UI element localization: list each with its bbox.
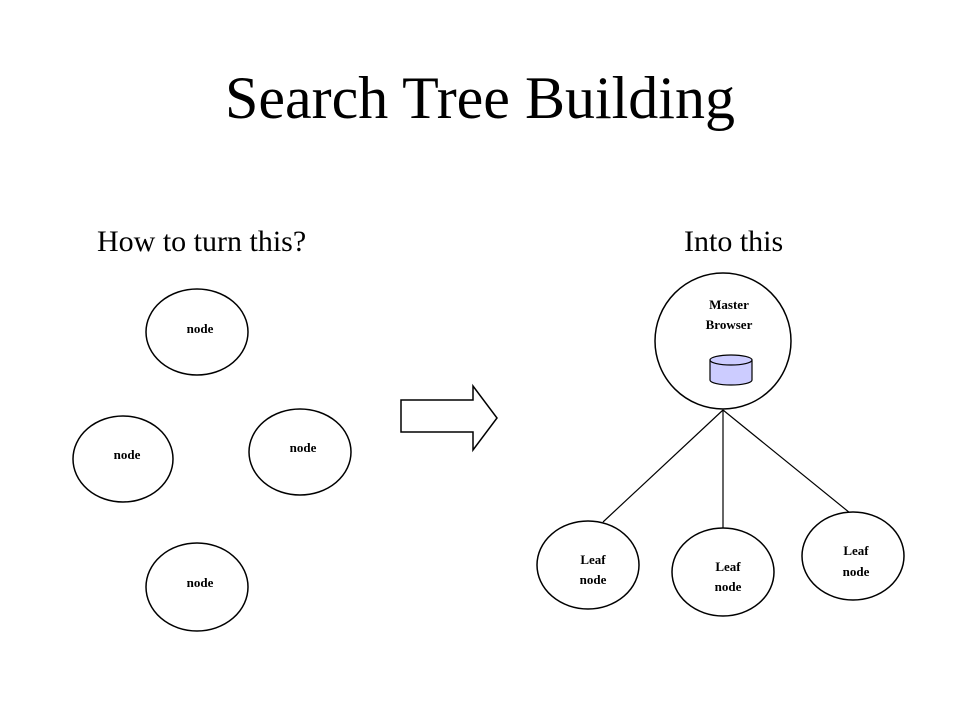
tree-edge <box>602 409 724 523</box>
node-label: node <box>187 321 214 336</box>
master-browser-node: Master Browser <box>654 272 792 410</box>
scattered-node: node <box>72 415 174 503</box>
root-label-line2: Browser <box>706 317 753 332</box>
node-label: node <box>290 440 317 455</box>
leaf-label-line1: Leaf <box>580 552 606 567</box>
right-arrow-icon <box>400 383 498 453</box>
node-label: node <box>187 575 214 590</box>
tree-edge <box>722 409 851 514</box>
leaf-label-line1: Leaf <box>843 543 869 558</box>
slide-title: Search Tree Building <box>225 65 735 131</box>
leaf-label-line2: node <box>843 564 870 579</box>
left-heading: How to turn this? <box>97 225 307 258</box>
leaf-node: Leaf node <box>671 527 775 617</box>
node-label: node <box>114 447 141 462</box>
scattered-node: node <box>248 408 352 496</box>
leaf-label-line1: Leaf <box>715 559 741 574</box>
database-cylinder-icon <box>709 354 753 386</box>
right-heading: Into this <box>684 225 784 258</box>
root-label-line1: Master <box>709 297 749 312</box>
scattered-node: node <box>145 288 249 376</box>
leaf-node: Leaf node <box>536 520 640 610</box>
scattered-node: node <box>145 542 249 632</box>
leaf-label-line2: node <box>715 579 742 594</box>
leaf-node: Leaf node <box>801 511 905 601</box>
leaf-label-line2: node <box>580 572 607 587</box>
